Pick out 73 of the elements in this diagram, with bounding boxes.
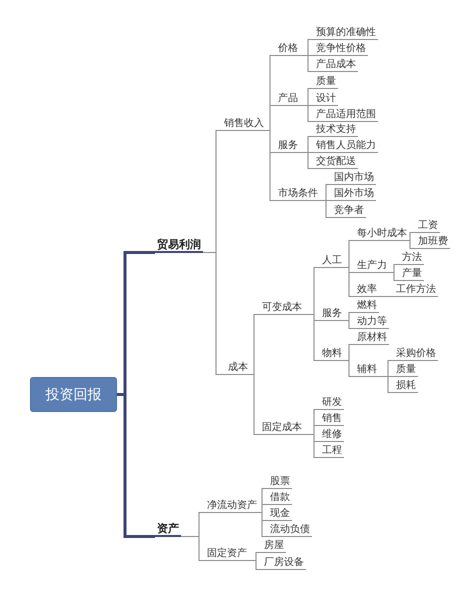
topic-label: 产品适用范围 (314, 109, 378, 122)
topic-label: 物料 (320, 348, 344, 361)
topic-label: 每小时成本 (355, 228, 409, 241)
topic-label: 厂房设备 (262, 557, 306, 570)
topic-label: 可变成本 (260, 302, 304, 315)
main-branch-label: 贸易利润 (155, 238, 203, 253)
topic-label: 预算的准确性 (314, 27, 378, 40)
topic-label: 辅料 (355, 364, 379, 377)
topic-label: 损耗 (394, 380, 418, 393)
branch-line (258, 512, 268, 537)
topic-label: 工作方法 (394, 284, 438, 297)
topic-label: 股票 (268, 476, 292, 489)
branch-line (408, 232, 416, 241)
topic-label: 研发 (320, 397, 344, 410)
topic-label: 国外市场 (332, 188, 376, 201)
topic-label: 人工 (320, 255, 344, 268)
topic-label: 服务 (276, 140, 300, 153)
topic-label: 服务 (320, 308, 344, 321)
topic-label: 固定成本 (260, 422, 304, 435)
topic-label: 借款 (268, 492, 292, 505)
topic-label: 质量 (314, 76, 338, 89)
branch-line (378, 296, 394, 297)
topic-label: 竞争者 (332, 205, 366, 218)
topic-label: 销售人员能力 (314, 140, 378, 153)
topic-label: 销售 (320, 413, 344, 426)
branch-line (304, 314, 320, 361)
topic-label: 产品成本 (314, 59, 358, 72)
topic-label: 技术支持 (314, 124, 358, 137)
topic-label: 工资 (416, 220, 440, 233)
topic-label: 流动负债 (268, 524, 312, 537)
topic-label: 成本 (226, 362, 250, 375)
topic-label: 净流动资产 (205, 500, 259, 513)
branch-line (344, 320, 356, 329)
topic-label: 产量 (400, 268, 424, 281)
main-branch-label: 资产 (155, 522, 181, 537)
branch-line (300, 152, 314, 169)
topic-label: 国内市场 (332, 172, 376, 185)
topic-label: 房屋 (262, 540, 286, 553)
branch-line (180, 536, 206, 561)
branch-line (258, 504, 268, 513)
branch-line (320, 200, 332, 218)
topic-label: 固定资产 (205, 548, 249, 561)
topic-label: 工程 (320, 445, 344, 458)
branch-line (344, 267, 356, 297)
topic-label: 市场条件 (276, 188, 320, 201)
topic-label: 效率 (355, 284, 379, 297)
topic-label: 生产力 (355, 260, 389, 273)
topic-label: 燃料 (355, 300, 379, 313)
branch-line (378, 376, 394, 393)
topic-label: 动力等 (355, 316, 389, 329)
topic-label: 价格 (276, 43, 300, 56)
root-topic-box: 投资回报 (30, 377, 117, 412)
topic-label: 维修 (320, 429, 344, 442)
topic-label: 竞争性价格 (314, 43, 368, 56)
branch-line (408, 240, 416, 249)
topic-label: 质量 (394, 364, 418, 377)
branch-line (202, 252, 226, 375)
branch-line (300, 105, 314, 122)
topic-label: 产品 (276, 93, 300, 106)
branch-line (304, 434, 320, 458)
topic-label: 采购价格 (394, 348, 438, 361)
topic-label: 交货配送 (314, 156, 358, 169)
topic-label: 销售收入 (222, 118, 266, 131)
topic-label: 方法 (400, 252, 424, 265)
branch-line (300, 55, 314, 72)
topic-label: 现金 (268, 508, 292, 521)
branch-line (388, 272, 400, 281)
topic-label: 原材料 (355, 332, 389, 345)
topic-label: 加班费 (416, 236, 450, 249)
branch-line (248, 560, 262, 570)
branch-line (117, 393, 155, 538)
branch-line (344, 360, 356, 377)
topic-label: 设计 (314, 93, 338, 106)
